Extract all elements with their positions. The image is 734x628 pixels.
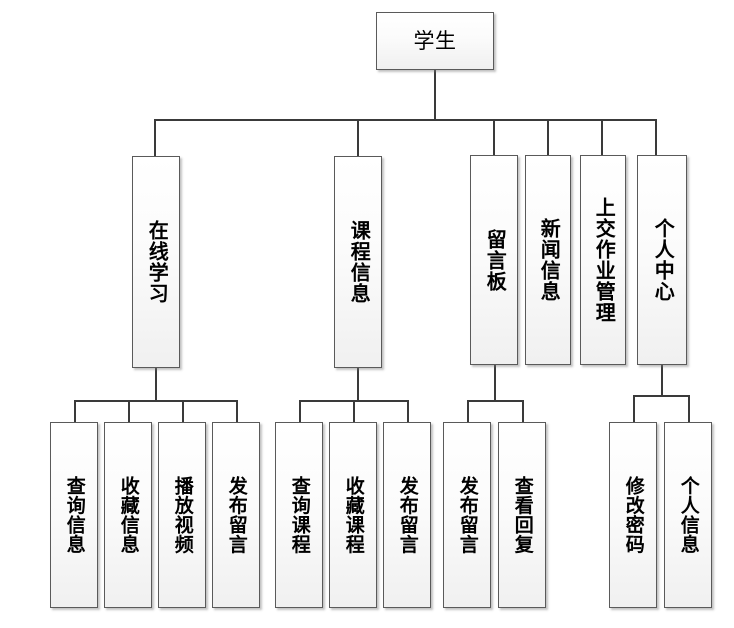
edge-drop-message-board — [493, 119, 495, 156]
node-personal-info-label: 个人信息 — [677, 476, 699, 554]
node-homework-submit-manage[interactable]: 上交作业管理 — [580, 155, 626, 365]
node-post-message-1-label: 发布留言 — [225, 476, 247, 554]
node-post-message-2[interactable]: 发布留言 — [383, 422, 431, 608]
node-query-course[interactable]: 查询课程 — [275, 422, 323, 608]
node-post-message-3[interactable]: 发布留言 — [443, 422, 491, 608]
node-course-info-label: 课程信息 — [347, 220, 370, 304]
edge-drop-news-info — [547, 119, 549, 156]
edge-stem-personal-center — [661, 365, 663, 396]
node-change-password-label: 修改密码 — [622, 476, 644, 554]
edge-main-bus — [154, 119, 656, 121]
node-query-course-label: 查询课程 — [288, 476, 310, 554]
edge-drop-online-learning — [154, 119, 156, 156]
edge-drop-post-message-3 — [467, 400, 469, 422]
node-change-password[interactable]: 修改密码 — [609, 422, 657, 608]
edge-drop-query-info — [74, 400, 76, 422]
edge-drop-view-reply — [522, 400, 524, 422]
edge-bus-message-board — [467, 400, 524, 402]
node-play-video-label: 播放视频 — [171, 476, 193, 554]
node-view-reply[interactable]: 查看回复 — [498, 422, 546, 608]
node-favorite-info[interactable]: 收藏信息 — [104, 422, 152, 608]
node-homework-submit-manage-label: 上交作业管理 — [592, 197, 615, 323]
edge-drop-course-info — [357, 119, 359, 156]
node-news-info-label: 新闻信息 — [537, 218, 560, 302]
edge-stem-message-board — [494, 365, 496, 401]
node-online-learning[interactable]: 在线学习 — [132, 156, 180, 368]
edge-drop-post-message-1 — [236, 400, 238, 422]
edge-drop-personal-info — [688, 395, 690, 422]
edge-drop-personal-center — [655, 119, 657, 156]
node-student-label: 学生 — [413, 28, 457, 53]
node-news-info[interactable]: 新闻信息 — [525, 155, 571, 365]
node-course-info[interactable]: 课程信息 — [334, 156, 382, 368]
edge-drop-post-message-2 — [407, 400, 409, 422]
node-student[interactable]: 学生 — [376, 12, 494, 70]
edge-stem-course-info — [357, 368, 359, 401]
node-post-message-1[interactable]: 发布留言 — [212, 422, 260, 608]
edge-drop-play-video — [182, 400, 184, 422]
node-personal-info[interactable]: 个人信息 — [664, 422, 712, 608]
node-favorite-info-label: 收藏信息 — [117, 476, 139, 554]
edge-drop-favorite-course — [353, 400, 355, 422]
node-view-reply-label: 查看回复 — [511, 476, 533, 554]
node-online-learning-label: 在线学习 — [145, 220, 168, 304]
node-personal-center[interactable]: 个人中心 — [637, 155, 687, 365]
edge-drop-favorite-info — [128, 400, 130, 422]
edge-stem-online-learning — [155, 368, 157, 401]
node-favorite-course[interactable]: 收藏课程 — [329, 422, 377, 608]
edge-bus-online-learning — [74, 400, 237, 402]
node-favorite-course-label: 收藏课程 — [342, 476, 364, 554]
edge-drop-homework — [601, 119, 603, 156]
node-personal-center-label: 个人中心 — [651, 218, 674, 302]
edge-drop-change-password — [633, 395, 635, 422]
node-query-info[interactable]: 查询信息 — [50, 422, 98, 608]
edge-bus-personal-center — [633, 395, 690, 397]
edge-root-stem — [434, 70, 436, 121]
node-message-board-label: 留言板 — [483, 228, 506, 292]
node-post-message-2-label: 发布留言 — [396, 476, 418, 554]
node-query-info-label: 查询信息 — [63, 476, 85, 554]
node-post-message-3-label: 发布留言 — [456, 476, 478, 554]
edge-drop-query-course — [299, 400, 301, 422]
node-play-video[interactable]: 播放视频 — [158, 422, 206, 608]
node-message-board[interactable]: 留言板 — [470, 155, 518, 365]
